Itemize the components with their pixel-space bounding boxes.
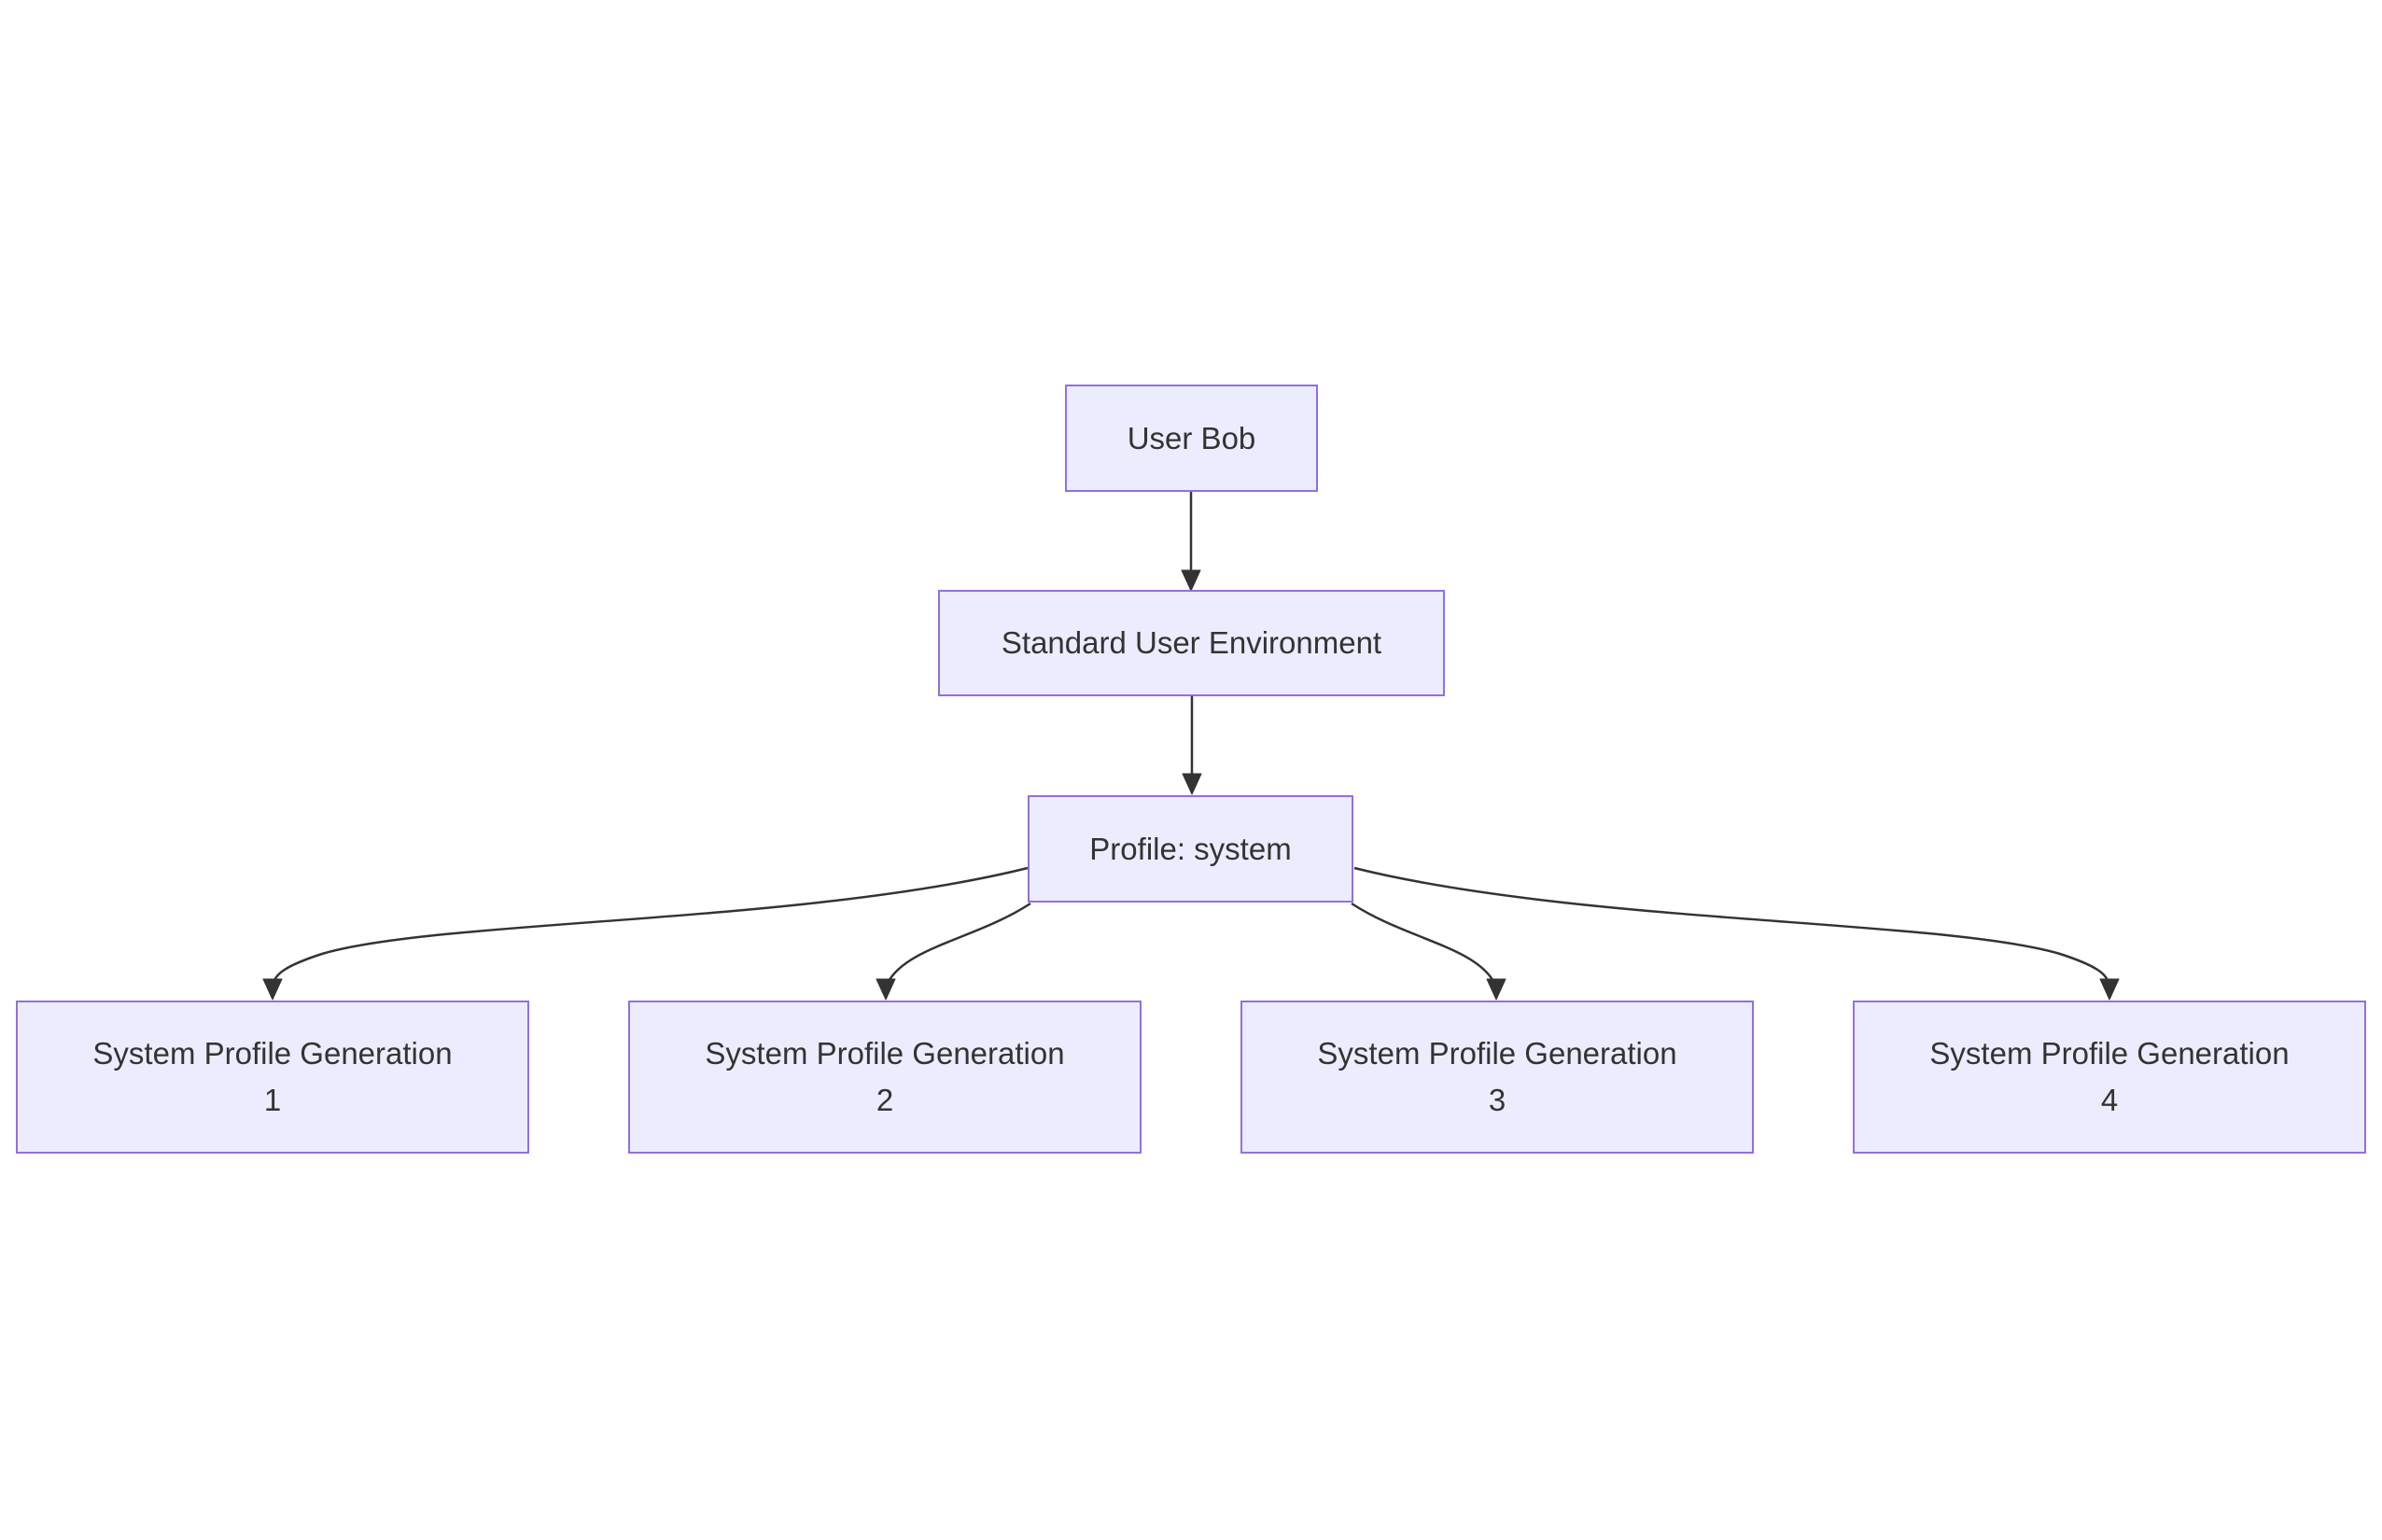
arrowhead-icon [1486,978,1506,1001]
node-system-profile-generation-3: System Profile Generation 3 [1240,1001,1754,1154]
arrowhead-icon [2099,978,2120,1001]
node-user-bob-label: User Bob [1127,420,1256,455]
node-system-profile-generation-2: System Profile Generation 2 [628,1001,1142,1154]
edge-profile-to-gen3 [1351,902,1496,984]
edge-profile-to-gen4 [1353,866,2111,987]
node-system-profile-generation-1: System Profile Generation 1 [16,1001,529,1154]
node-profile-system: Profile: system [1028,795,1353,903]
arrowhead-icon [876,978,896,1001]
node-gen2-label-line1: System Profile Generation [705,1036,1065,1071]
arrowhead-icon [262,978,283,1001]
node-gen3-label-line2: 3 [1488,1083,1506,1117]
node-gen1-label-line2: 1 [263,1083,282,1117]
node-standard-user-environment-label: Standard User Environment [1001,625,1382,660]
arrowhead-icon [1181,569,1201,592]
edge-profile-to-gen1 [271,866,1029,987]
arrowhead-icon [1182,773,1202,795]
node-gen4-label-line1: System Profile Generation [1929,1036,2290,1071]
node-profile-system-label: Profile: system [1089,831,1292,866]
node-gen1-label-line1: System Profile Generation [92,1036,453,1071]
node-gen4-label-line2: 4 [2100,1083,2119,1117]
node-gen3-label-line1: System Profile Generation [1317,1036,1677,1071]
node-gen2-label-line2: 2 [876,1083,894,1117]
node-standard-user-environment: Standard User Environment [938,590,1445,696]
node-user-bob: User Bob [1065,385,1318,492]
edge-profile-to-gen2 [886,902,1031,984]
node-system-profile-generation-4: System Profile Generation 4 [1853,1001,2366,1154]
